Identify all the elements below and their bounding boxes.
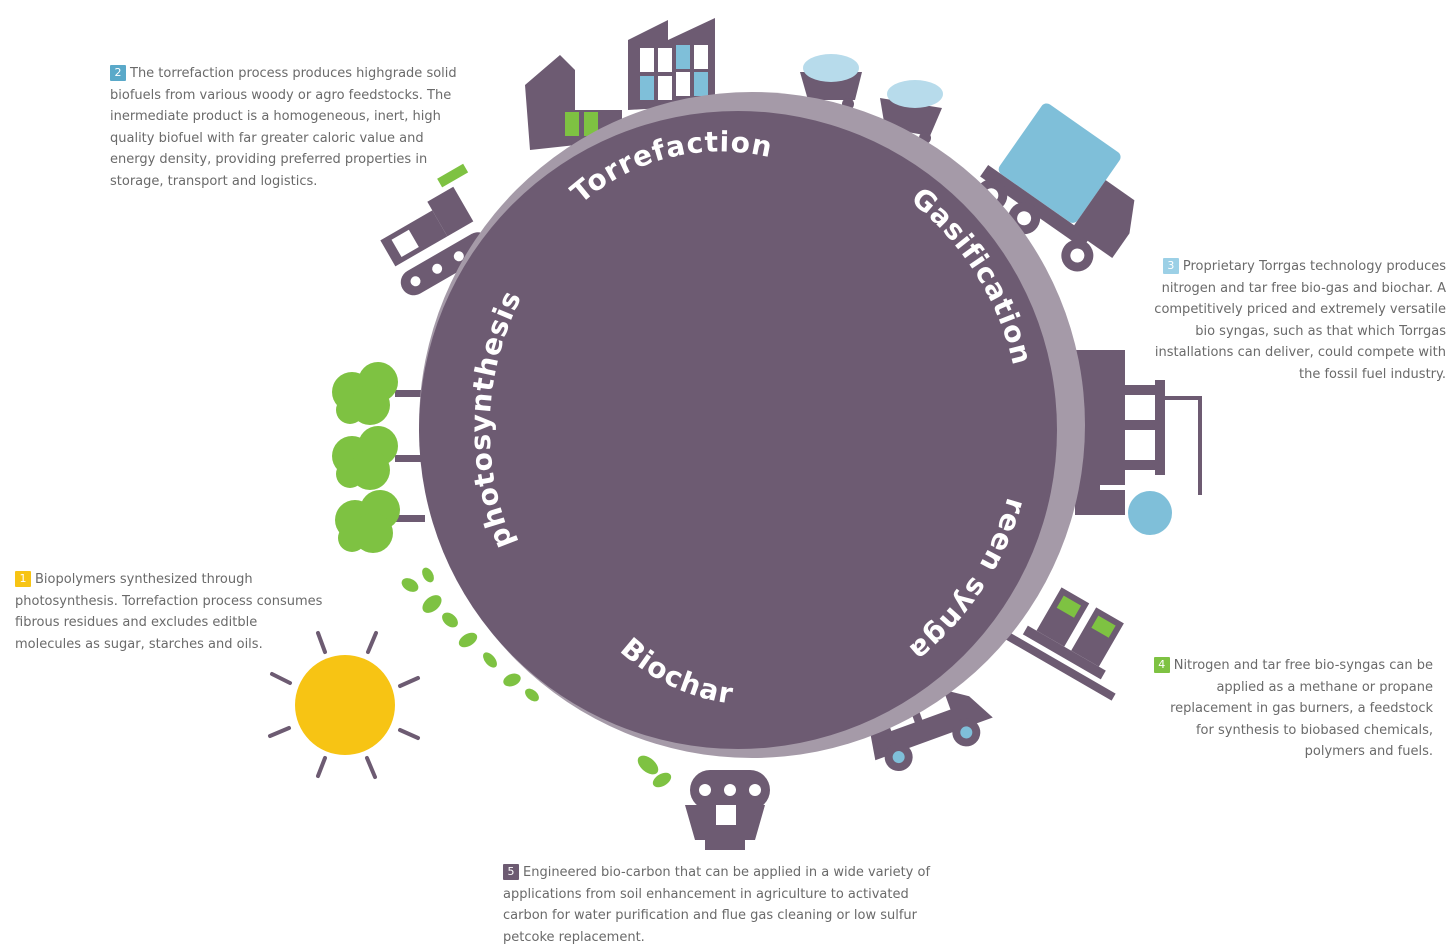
note-line: fibrous residues and excludes editble [15,612,380,634]
note-line: Nitrogen and tar free bio-syngas can be [1174,658,1433,673]
note-line: competitively priced and extremely versa… [1101,299,1446,321]
note-line: storage, transport and logistics. [110,171,510,193]
note-line: Engineered bio-carbon that can be applie… [523,865,930,880]
tractor-icon [685,770,770,850]
note-line: molecules as sugar, starches and oils. [15,634,380,656]
note-line: nitrogen and tar free bio-gas and biocha… [1101,278,1446,300]
note-3: 3 Proprietary Torrgas technology produces… [1101,256,1446,385]
note-line: installations can deliver, could compete… [1101,342,1446,364]
note-5-badge: 5 [503,864,519,880]
note-2-badge: 2 [110,65,126,81]
note-1-badge: 1 [15,571,31,587]
note-line: quality biofuel with far greater caloric… [110,128,510,150]
note-line: inermediate product is a homogeneous, in… [110,106,510,128]
trees-icon [332,362,425,553]
note-2: 2 The torrefaction process produces highg… [110,63,510,192]
note-4: 4 Nitrogen and tar free bio-syngas can be… [1103,655,1433,763]
note-line: bio syngas, such as that which Torrgas [1101,321,1446,343]
note-line: The torrefaction process produces highgr… [130,66,457,81]
note-5: 5 Engineered bio-carbon that can be appli… [503,862,1003,948]
note-3-badge: 3 [1163,258,1179,274]
note-line: carbon for water purification and flue g… [503,905,1003,927]
planet [419,92,1085,758]
note-line: for synthesis to biobased chemicals, [1103,720,1433,742]
note-1: 1 Biopolymers synthesized through photosy… [15,569,380,655]
note-line: Proprietary Torrgas technology produces [1183,259,1446,274]
note-4-badge: 4 [1154,657,1170,673]
note-line: replacement in gas burners, a feedstock [1103,698,1433,720]
note-line: petcoke replacement. [503,927,1003,948]
note-line: energy density, providing preferred prop… [110,149,510,171]
note-line: photosynthesis. Torrefaction process con… [15,591,380,613]
note-line: applied as a methane or propane [1103,677,1433,699]
note-line: applications from soil enhancement in ag… [503,884,1003,906]
note-line: Biopolymers synthesized through [35,572,253,587]
note-line: biofuels from various woody or agro feed… [110,85,510,107]
note-line: the fossil fuel industry. [1101,364,1446,386]
note-line: polymers and fuels. [1103,741,1433,763]
